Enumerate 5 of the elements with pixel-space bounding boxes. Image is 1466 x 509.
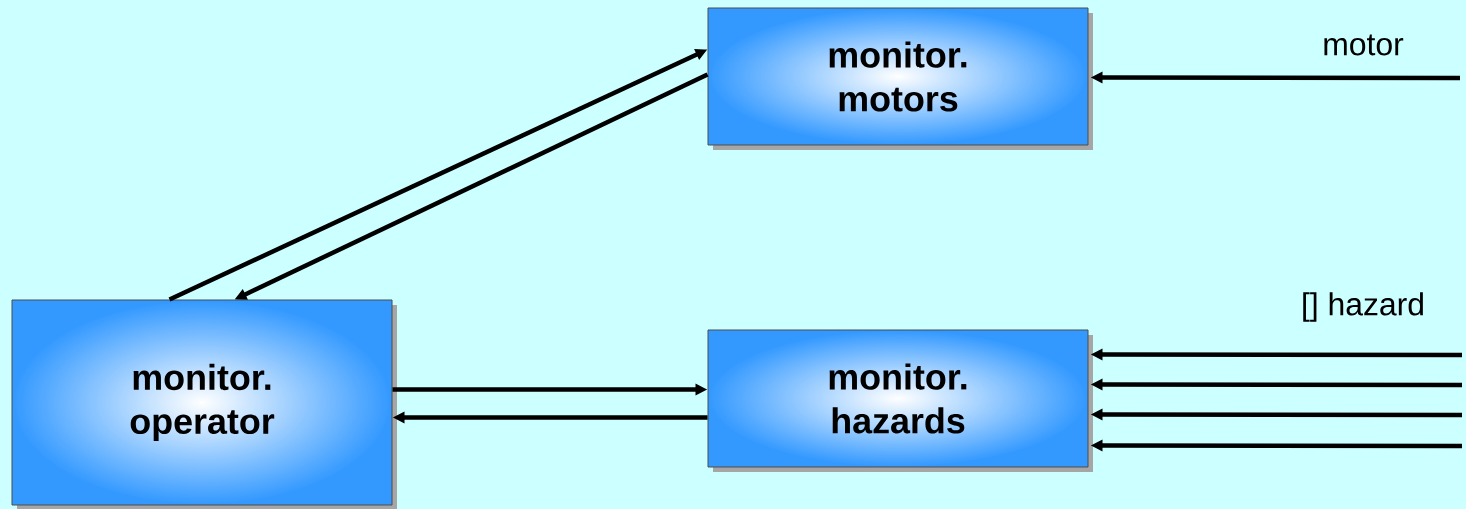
process-box: monitor. operator: [11, 299, 397, 509]
process-box: monitor. hazards: [707, 329, 1093, 472]
edge-label: [] hazard: [1299, 290, 1428, 324]
edge-label: motor: [1320, 32, 1406, 58]
process-box: monitor. motors: [707, 7, 1093, 150]
